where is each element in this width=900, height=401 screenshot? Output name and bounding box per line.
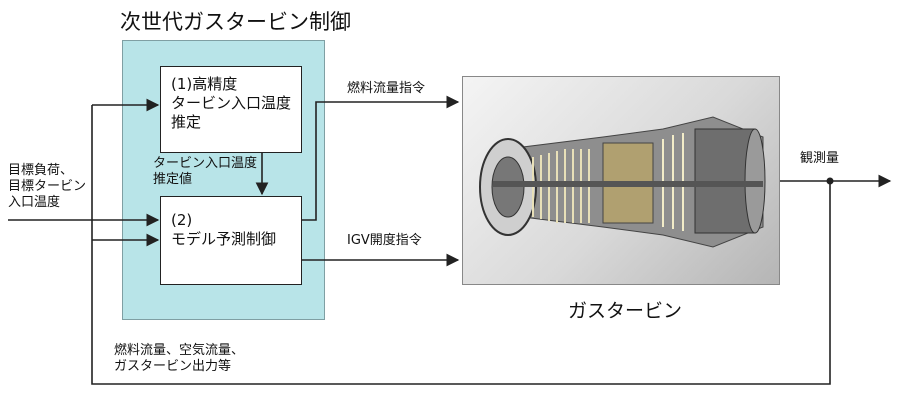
feedback-label: 燃料流量、空気流量、 ガスタービン出力等 <box>114 343 244 375</box>
box2-line-1: (2) <box>171 211 193 229</box>
inputs-line-3: 入口温度 <box>8 195 61 210</box>
box1-line-1: (1)高精度 <box>171 75 238 93</box>
gas-turbine-image <box>462 76 780 285</box>
estimate-line-1: タービン入口温度 <box>153 156 258 171</box>
box2-line-2: モデル予測制御 <box>171 230 277 248</box>
branch-point <box>826 177 834 185</box>
model-predictive-control-box: (2) モデル予測制御 <box>160 196 302 285</box>
turbine-inlet-temp-estimation-box: (1)高精度 タービン入口温度 推定 <box>160 66 302 153</box>
diagram-title: 次世代ガスタービン制御 <box>120 10 351 34</box>
gas-turbine-illustration <box>479 116 766 248</box>
observed-label: 観測量 <box>800 151 840 166</box>
inputs-line-2: 目標タービン <box>8 179 87 194</box>
box1-line-3: 推定 <box>171 113 202 131</box>
fuel-flow-command-label: 燃料流量指令 <box>347 81 426 96</box>
input-targets-label: 目標負荷、 目標タービン 入口温度 <box>8 163 86 211</box>
estimate-line-2: 推定値 <box>153 172 193 187</box>
feedback-line-2: ガスタービン出力等 <box>114 359 232 374</box>
box1-line-2: タービン入口温度 <box>171 94 292 112</box>
estimate-value-label: タービン入口温度 推定値 <box>153 156 257 188</box>
igv-command-label: IGV開度指令 <box>347 233 422 248</box>
feedback-line-1: 燃料流量、空気流量、 <box>114 343 245 358</box>
gas-turbine-caption: ガスタービン <box>568 300 683 322</box>
inputs-line-1: 目標負荷、 <box>8 163 74 178</box>
feedback-loop-line <box>91 105 831 385</box>
fuel-command-arrow-path <box>302 95 460 221</box>
